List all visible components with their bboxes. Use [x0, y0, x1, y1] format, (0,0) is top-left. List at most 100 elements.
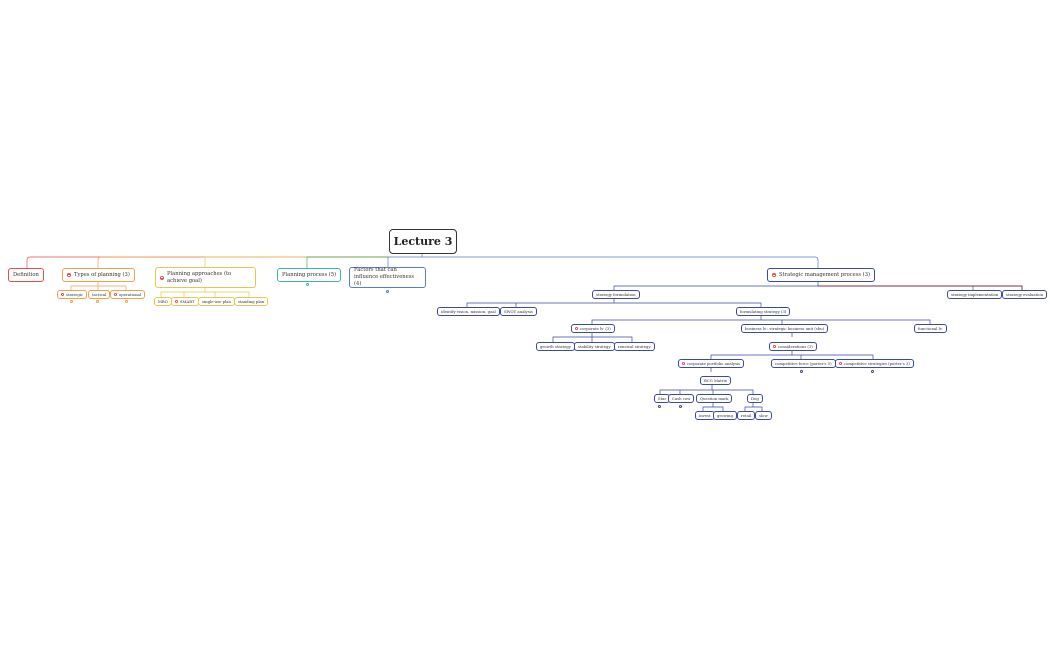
minus-icon[interactable]	[67, 273, 71, 277]
subtopic-label: competitive force (porter's 5)	[775, 361, 832, 366]
subtopic-label: growing	[717, 413, 733, 418]
subtopic-label: functional lv.	[918, 326, 943, 331]
subtopic-label: identify vision, mission, goal	[441, 309, 496, 314]
subtopic-strategy-implementation[interactable]: strategy implementation	[947, 290, 1003, 299]
subtopic-formulating-strategy[interactable]: formulating strategy (3)	[736, 307, 791, 316]
root-label: Lecture 3	[393, 235, 453, 248]
strategic-connectors	[466, 281, 1023, 411]
subtopic-strategy-evaluation[interactable]: strategy evaluation	[1002, 290, 1048, 299]
subtopic-label: SMART	[180, 299, 195, 304]
subtopic-label: formulating strategy (3)	[740, 309, 787, 314]
subtopic-label: SWOT analysis	[504, 309, 533, 314]
subtopic-retail[interactable]: retail	[737, 411, 756, 420]
collapsed-children-icon[interactable]	[306, 283, 309, 286]
subtopic-label: Dog	[751, 396, 759, 401]
collapsed-children-icon[interactable]	[70, 300, 73, 303]
topic-planning-approaches[interactable]: Planning approaches (to achieve goal)	[155, 267, 256, 288]
subtopic-label: corporate lv. (3)	[580, 326, 611, 331]
subtopic-business-level[interactable]: business lv.: strategic business unit (s…	[741, 324, 829, 333]
collapsed-children-icon[interactable]	[679, 405, 682, 408]
subtopic-label: considerations (3)	[778, 344, 813, 349]
minus-icon[interactable]	[772, 273, 776, 277]
subtopic-label: single-use plan	[202, 299, 231, 304]
subtopic-corporate-level[interactable]: corporate lv. (3)	[571, 324, 615, 333]
subtopic-bcg-matrix[interactable]: BCG Matrix	[700, 376, 731, 385]
subtopic-dog[interactable]: Dog	[747, 394, 763, 403]
collapsed-children-icon[interactable]	[800, 370, 803, 373]
subtopic-strategic[interactable]: strategic	[57, 290, 88, 299]
collapsed-children-icon[interactable]	[96, 300, 99, 303]
approaches-connectors	[160, 288, 250, 297]
minus-icon[interactable]	[160, 275, 164, 280]
types-connectors	[70, 281, 127, 290]
topic-factors[interactable]: Factors that can influence effectiveness…	[349, 267, 426, 288]
topic-label: Types of planning (3)	[74, 272, 130, 278]
subtopic-label: MBO	[158, 299, 168, 304]
topic-label: Factors that can influence effectiveness…	[354, 267, 415, 287]
subtopic-label: Star	[658, 396, 667, 401]
subtopic-swot-analysis[interactable]: SWOT analysis	[500, 307, 537, 316]
topic-label: Strategic management process (3)	[779, 272, 871, 278]
subtopic-cash-cow[interactable]: Cash cow	[668, 394, 695, 403]
subtopic-label: invest	[699, 413, 711, 418]
topic-types-of-planning[interactable]: Types of planning (3)	[62, 268, 135, 282]
subtopic-label: renewal strategy	[618, 344, 651, 349]
subtopic-standing-plan[interactable]: standing plan	[234, 297, 269, 306]
subtopic-competitive-force[interactable]: competitive force (porter's 5)	[771, 359, 836, 368]
collapsed-children-icon[interactable]	[871, 370, 874, 373]
subtopic-label: business lv.: strategic business unit (s…	[745, 326, 825, 331]
subtopic-label: corporate portfolio analysis	[687, 361, 741, 366]
subtopic-label: tactical	[92, 292, 107, 297]
topic-definition[interactable]: Definition	[8, 268, 44, 282]
subtopic-label: strategy evaluation	[1006, 292, 1044, 297]
subtopic-mbo[interactable]: MBO	[154, 297, 172, 306]
subtopic-label: strategy formulation	[596, 292, 636, 297]
subtopic-label: standing plan	[238, 299, 265, 304]
subtopic-label: competitive strategies (porter's 3)	[844, 361, 910, 366]
subtopic-vision-mission-goal[interactable]: identify vision, mission, goal	[437, 307, 500, 316]
subtopic-functional-level[interactable]: functional lv.	[914, 324, 947, 333]
subtopic-renewal-strategy[interactable]: renewal strategy	[614, 342, 655, 351]
subtopic-label: BCG Matrix	[704, 378, 727, 383]
subtopic-label: slow	[759, 413, 768, 418]
subtopic-label: Cash cow	[672, 396, 691, 401]
minus-icon[interactable]	[575, 327, 578, 330]
minus-icon[interactable]	[61, 293, 64, 296]
subtopic-strategy-formulation[interactable]: strategy formulation	[592, 290, 640, 299]
minus-icon[interactable]	[175, 300, 178, 303]
collapsed-children-icon[interactable]	[125, 300, 128, 303]
subtopic-competitive-strategies[interactable]: competitive strategies (porter's 3)	[835, 359, 914, 368]
subtopic-considerations[interactable]: considerations (3)	[769, 342, 817, 351]
subtopic-stability-strategy[interactable]: stability strategy	[574, 342, 615, 351]
subtopic-label: Question mark	[700, 396, 729, 401]
strategic-connector-accent	[818, 285, 1023, 290]
minus-icon[interactable]	[114, 293, 117, 296]
minus-icon[interactable]	[839, 362, 842, 365]
subtopic-single-use-plan[interactable]: single-use plan	[198, 297, 235, 306]
minus-icon[interactable]	[773, 345, 776, 348]
topic-label: Definition	[13, 272, 39, 278]
minus-icon[interactable]	[682, 362, 685, 365]
subtopic-label: retail	[741, 413, 752, 418]
collapsed-children-icon[interactable]	[658, 405, 661, 408]
collapsed-children-icon[interactable]	[386, 290, 389, 293]
subtopic-label: stability strategy	[578, 344, 611, 349]
root-topic[interactable]: Lecture 3	[389, 229, 457, 254]
subtopic-question-mark[interactable]: Question mark	[696, 394, 733, 403]
root-connectors	[26, 254, 819, 268]
subtopic-label: strategy implementation	[951, 292, 999, 297]
subtopic-invest[interactable]: invest	[695, 411, 715, 420]
subtopic-smart[interactable]: SMART	[171, 297, 199, 306]
topic-label: Planning approaches (to achieve goal)	[167, 270, 232, 284]
topic-planning-process[interactable]: Planning process (5)	[277, 268, 342, 282]
subtopic-growth-strategy[interactable]: growth strategy	[536, 342, 575, 351]
topic-strategic-management[interactable]: Strategic management process (3)	[767, 268, 876, 282]
subtopic-label: growth strategy	[540, 344, 571, 349]
subtopic-operational[interactable]: operational	[110, 290, 145, 299]
subtopic-label: strategic	[66, 292, 84, 297]
subtopic-growing[interactable]: growing	[713, 411, 737, 420]
subtopic-tactical[interactable]: tactical	[88, 290, 111, 299]
subtopic-portfolio-analysis[interactable]: corporate portfolio analysis	[678, 359, 745, 368]
subtopic-slow[interactable]: slow	[755, 411, 772, 420]
